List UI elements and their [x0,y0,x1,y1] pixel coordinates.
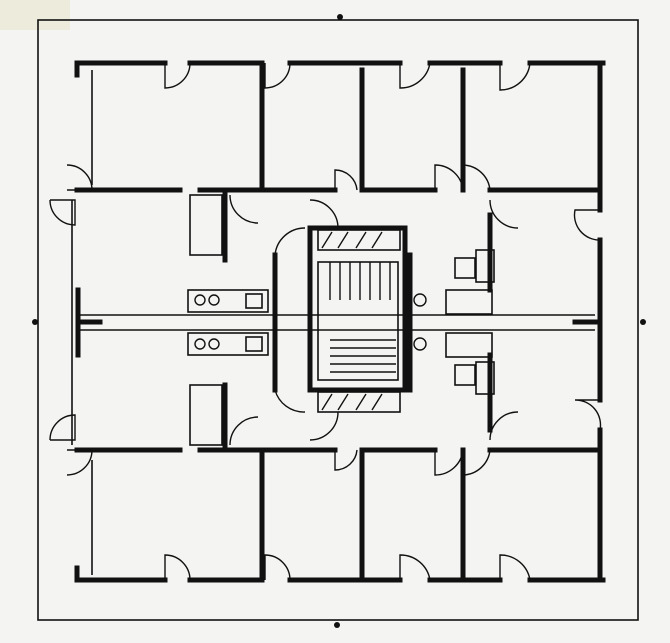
stair-core [307,225,408,413]
paper-tape [0,0,70,30]
frame [37,19,639,621]
axis-markers [32,14,646,628]
bathrooms [413,249,495,395]
door-swings [49,62,602,581]
exterior-walls [71,60,606,583]
kitchens [187,194,269,446]
